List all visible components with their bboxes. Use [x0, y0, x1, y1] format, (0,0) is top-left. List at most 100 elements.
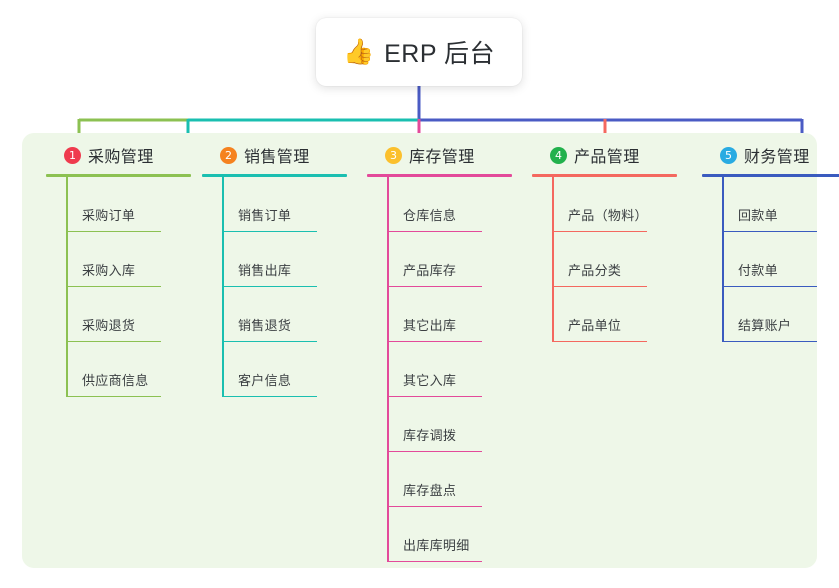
menu-item-underline — [387, 505, 482, 507]
menu-item-label: 库存盘点 — [403, 483, 457, 498]
menu-item-label: 采购入库 — [82, 263, 136, 278]
column-header-underline — [367, 174, 512, 177]
menu-item[interactable]: 出库库明细 — [387, 507, 530, 562]
number-badge-icon: 5 — [720, 146, 737, 164]
menu-item-underline — [222, 230, 317, 232]
column-spine — [722, 177, 724, 342]
menu-item-underline — [722, 230, 817, 232]
menu-item[interactable]: 其它入库 — [387, 342, 530, 397]
menu-item-label: 产品单位 — [568, 318, 622, 333]
menu-item[interactable]: 供应商信息 — [66, 342, 209, 397]
menu-item-underline — [387, 285, 482, 287]
menu-item-underline — [722, 340, 817, 342]
column-1: 1 采购管理采购订单采购入库采购退货供应商信息 — [44, 142, 209, 397]
menu-item-label: 付款单 — [738, 263, 778, 278]
column-title: 财务管理 — [744, 149, 810, 166]
column-4: 4 产品管理产品（物料） 产品分类产品单位 — [530, 142, 695, 342]
menu-item[interactable]: 产品（物料） — [552, 177, 695, 232]
menu-item-underline — [66, 340, 161, 342]
menu-item-label: 回款单 — [738, 208, 778, 223]
column-spine — [387, 177, 389, 562]
column-5: 5 财务管理回款单付款单结算账户 — [700, 142, 839, 342]
menu-item-label: 销售退货 — [238, 318, 292, 333]
menu-item-underline — [66, 230, 161, 232]
menu-item[interactable]: 销售退货 — [222, 287, 365, 342]
column-spine — [222, 177, 224, 397]
column-title: 销售管理 — [244, 149, 310, 166]
menu-item-label: 销售订单 — [238, 208, 292, 223]
column-spine — [66, 177, 68, 397]
menu-item-label: 采购退货 — [82, 318, 136, 333]
menu-item-underline — [387, 450, 482, 452]
menu-item[interactable]: 销售订单 — [222, 177, 365, 232]
column-2: 2 销售管理销售订单销售出库销售退货客户信息 — [200, 142, 365, 397]
menu-item-label: 客户信息 — [238, 373, 292, 388]
menu-item-label: 出库库明细 — [403, 538, 470, 553]
menu-item-underline — [222, 285, 317, 287]
menu-item-label: 结算账户 — [738, 318, 792, 333]
menu-item-label: 产品库存 — [403, 263, 457, 278]
column-header-underline — [202, 174, 347, 177]
menu-item-underline — [387, 395, 482, 397]
root-node-card[interactable]: 👍 ERP 后台 — [316, 18, 522, 86]
menu-item-label: 采购订单 — [82, 208, 136, 223]
menu-item-underline — [387, 340, 482, 342]
column-header-1[interactable]: 1 采购管理 — [44, 142, 209, 168]
menu-item-underline — [222, 340, 317, 342]
number-badge-icon: 4 — [550, 146, 567, 164]
menu-item[interactable]: 产品库存 — [387, 232, 530, 287]
menu-item-label: 产品分类 — [568, 263, 622, 278]
column-items: 产品（物料） 产品分类产品单位 — [552, 177, 695, 342]
menu-item-label: 销售出库 — [238, 263, 292, 278]
menu-item-underline — [387, 560, 482, 562]
menu-item-label: 其它入库 — [403, 373, 457, 388]
column-header-4[interactable]: 4 产品管理 — [530, 142, 695, 168]
menu-item[interactable]: 回款单 — [722, 177, 839, 232]
menu-item-underline — [722, 285, 817, 287]
root-node-title: ERP 后台 — [384, 40, 496, 68]
column-header-underline — [46, 174, 191, 177]
menu-item-label: 其它出库 — [403, 318, 457, 333]
menu-item[interactable]: 销售出库 — [222, 232, 365, 287]
menu-item-underline — [552, 230, 647, 232]
column-header-underline — [702, 174, 839, 177]
menu-item-label: 供应商信息 — [82, 373, 149, 388]
column-items: 仓库信息产品库存其它出库其它入库库存调拨库存盘点出库库明细 — [387, 177, 530, 562]
column-header-3[interactable]: 3 库存管理 — [365, 142, 530, 168]
menu-item[interactable]: 付款单 — [722, 232, 839, 287]
menu-item[interactable]: 库存调拨 — [387, 397, 530, 452]
menu-item-underline — [222, 395, 317, 397]
column-header-5[interactable]: 5 财务管理 — [700, 142, 839, 168]
column-3: 3 库存管理仓库信息产品库存其它出库其它入库库存调拨库存盘点出库库明细 — [365, 142, 530, 562]
menu-item[interactable]: 库存盘点 — [387, 452, 530, 507]
menu-item[interactable]: 其它出库 — [387, 287, 530, 342]
menu-item-underline — [66, 395, 161, 397]
menu-item[interactable]: 仓库信息 — [387, 177, 530, 232]
column-title: 库存管理 — [409, 149, 475, 166]
number-badge-icon: 1 — [64, 146, 81, 164]
column-header-underline — [532, 174, 677, 177]
menu-item[interactable]: 结算账户 — [722, 287, 839, 342]
menu-item[interactable]: 客户信息 — [222, 342, 365, 397]
menu-item-underline — [66, 285, 161, 287]
menu-item[interactable]: 产品单位 — [552, 287, 695, 342]
column-spine — [552, 177, 554, 342]
menu-item-underline — [552, 285, 647, 287]
column-items: 回款单付款单结算账户 — [722, 177, 839, 342]
menu-item-label: 仓库信息 — [403, 208, 457, 223]
column-items: 采购订单采购入库采购退货供应商信息 — [66, 177, 209, 397]
menu-item-underline — [552, 340, 647, 342]
column-title: 采购管理 — [88, 149, 154, 166]
menu-item[interactable]: 采购入库 — [66, 232, 209, 287]
number-badge-icon: 2 — [220, 146, 237, 164]
menu-item-label: 产品（物料） — [568, 208, 648, 223]
column-header-2[interactable]: 2 销售管理 — [200, 142, 365, 168]
menu-item-label: 库存调拨 — [403, 428, 457, 443]
number-badge-icon: 3 — [385, 146, 402, 164]
menu-item[interactable]: 采购退货 — [66, 287, 209, 342]
thumbs-up-icon: 👍 — [342, 37, 375, 66]
menu-item[interactable]: 产品分类 — [552, 232, 695, 287]
menu-item[interactable]: 采购订单 — [66, 177, 209, 232]
branches-panel — [22, 133, 817, 568]
column-title: 产品管理 — [574, 149, 640, 166]
